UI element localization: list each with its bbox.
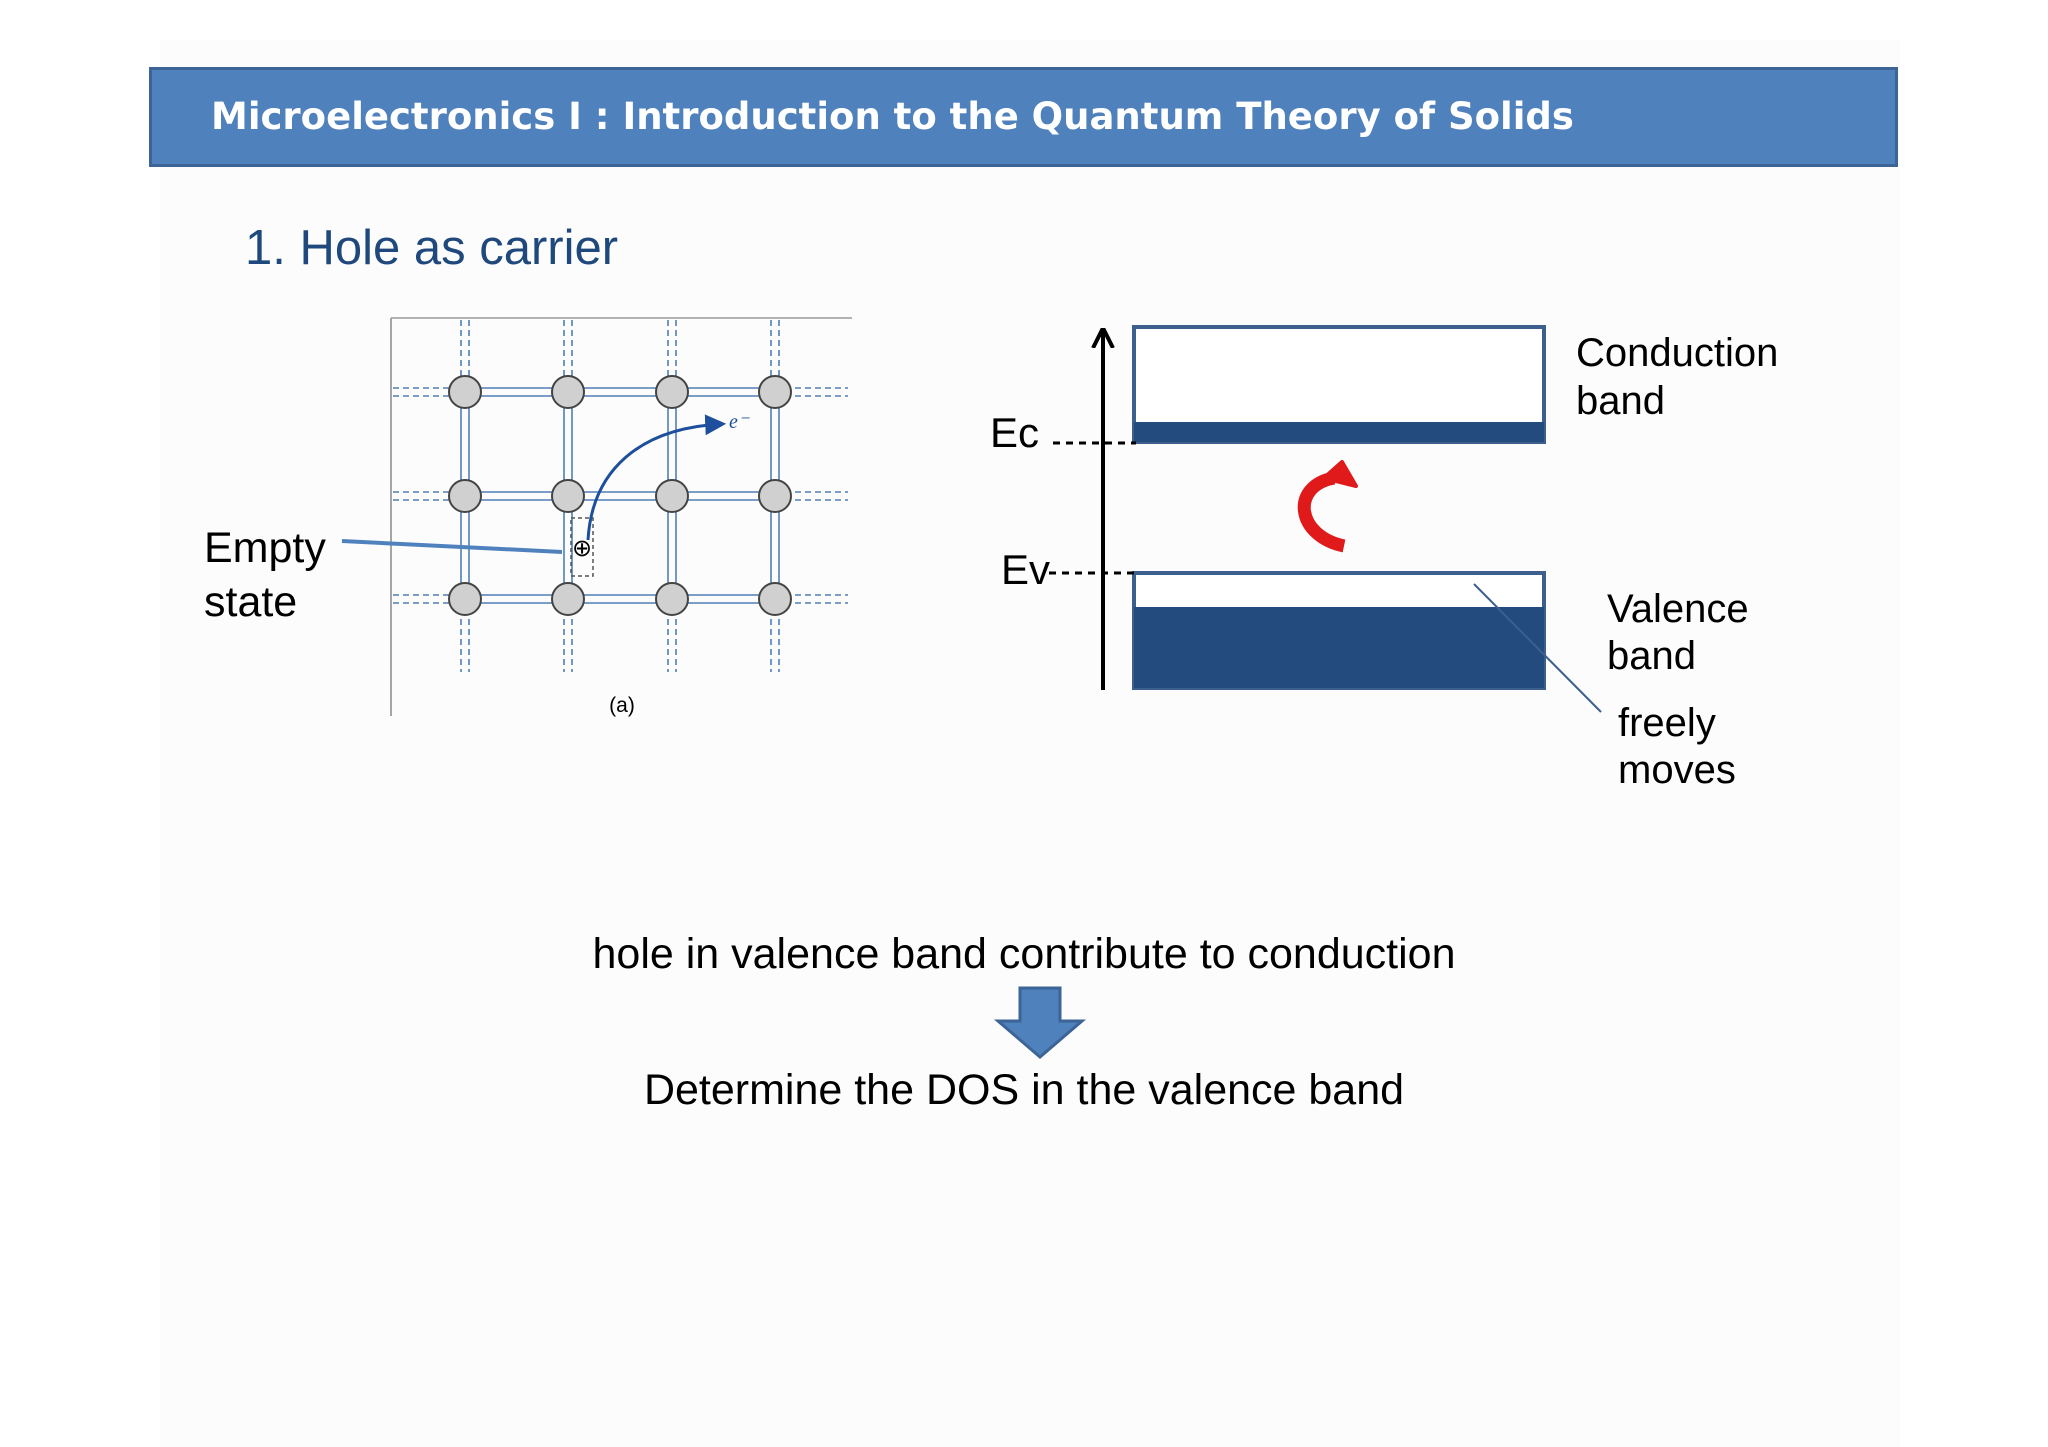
conclusion-statement: hole in valence band contribute to condu… xyxy=(592,930,1456,978)
ev-label: Ev xyxy=(1001,546,1050,593)
empty-state-label-line2: state xyxy=(204,578,297,626)
lattice-atom xyxy=(758,582,792,616)
lattice-atom xyxy=(655,375,689,409)
lattice-atom xyxy=(758,479,792,513)
lattice-atom xyxy=(655,479,689,513)
valence-band-label-line1: Valence xyxy=(1607,587,1749,631)
header-bar: Microelectronics I : Introduction to the… xyxy=(149,67,1898,167)
lattice-atoms xyxy=(448,375,792,616)
freely-moves-pointer xyxy=(1473,583,1602,713)
conduction-band-label-line1: Conduction xyxy=(1576,331,1778,375)
figure-caption: (a) xyxy=(609,694,635,717)
conclusion-result: Determine the DOS in the valence band xyxy=(643,1066,1405,1114)
conduction-band-label-line2: band xyxy=(1576,379,1665,423)
lattice-atom xyxy=(758,375,792,409)
excitation-arrow-body xyxy=(1297,471,1346,553)
electron-arrow xyxy=(586,414,727,541)
header-title: Microelectronics I : Introduction to the… xyxy=(211,95,1574,138)
valence-band-fill xyxy=(1134,607,1544,688)
lattice-atom xyxy=(448,375,482,409)
ec-label: Ec xyxy=(990,409,1039,456)
lattice-atom xyxy=(551,375,585,409)
electron-label: e⁻ xyxy=(729,411,750,433)
empty-state-label-line1: Empty xyxy=(204,524,326,572)
empty-state-box xyxy=(570,517,594,577)
lattice-figure: ⊕ e⁻ (a) Empty state xyxy=(204,317,852,717)
freely-moves-label-line2: moves xyxy=(1618,748,1736,792)
lattice-atom xyxy=(448,479,482,513)
band-diagram: Ec Ev Conduction band Valence band freel… xyxy=(990,325,1778,792)
hole-symbol: ⊕ xyxy=(572,535,592,562)
lattice-atom xyxy=(551,582,585,616)
freely-moves-label-line1: freely xyxy=(1618,701,1716,745)
lattice-atom xyxy=(655,582,689,616)
excitation-arrow-head xyxy=(1322,460,1358,488)
slide-heading: 1. Hole as carrier xyxy=(245,221,619,275)
down-arrow xyxy=(993,986,1087,1059)
slide-background xyxy=(160,40,1900,1447)
conduction-band-edge xyxy=(1134,422,1544,442)
valence-band-label-line2: band xyxy=(1607,634,1696,678)
lattice-atom xyxy=(448,582,482,616)
lattice-atom xyxy=(551,479,585,513)
empty-state-pointer xyxy=(341,539,563,554)
